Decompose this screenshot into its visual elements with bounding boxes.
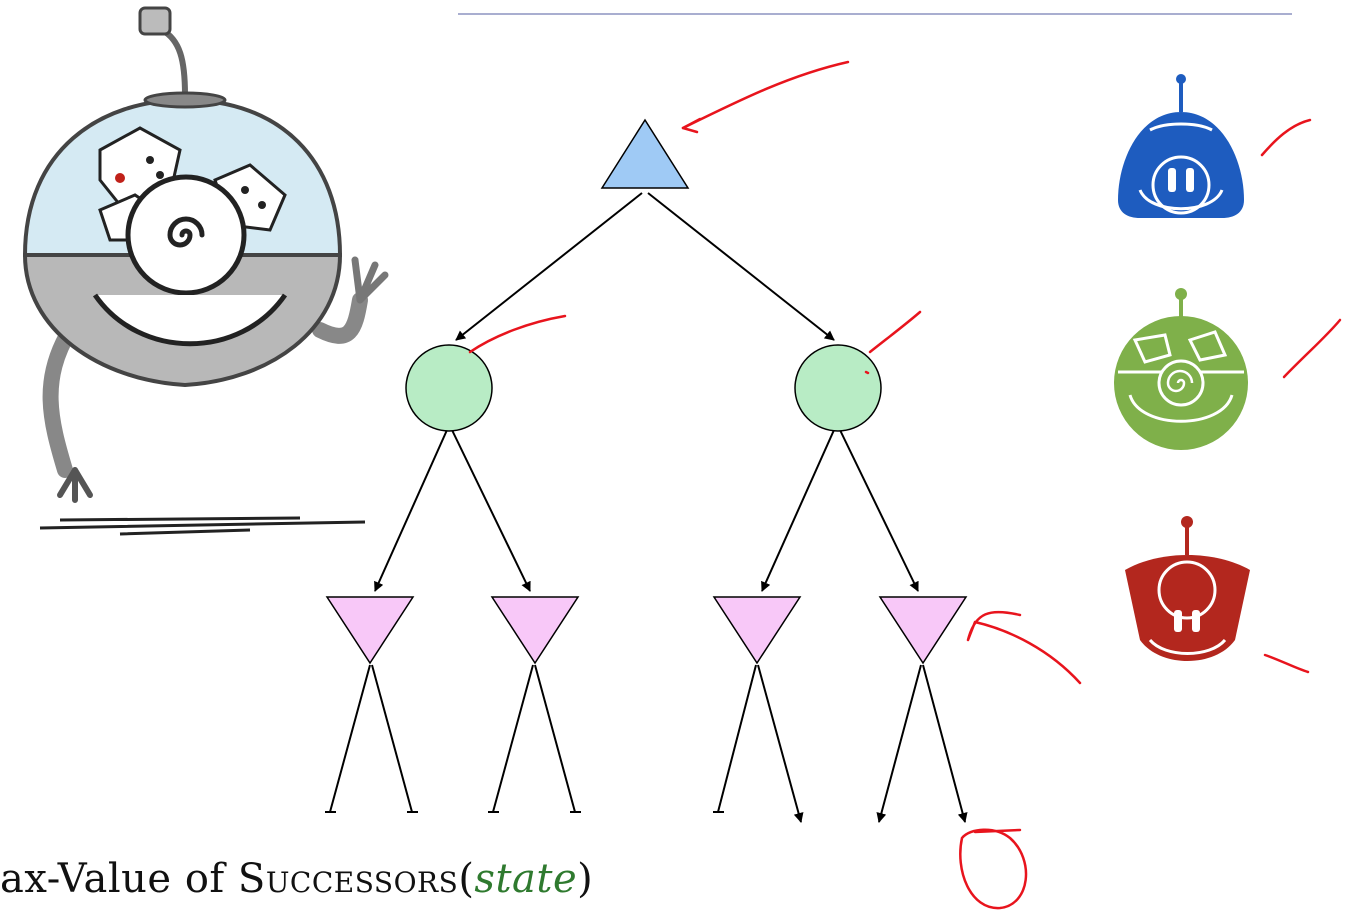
edge-chance-left-min-1	[374, 429, 448, 592]
edge-chance-right-min-3	[761, 429, 835, 592]
edge-chance-left-min-2	[451, 429, 531, 592]
edge-min-1-leaf-1	[329, 664, 371, 813]
chance-node-left	[405, 344, 493, 432]
edge-min-2-leaf-2	[534, 664, 576, 813]
tree-nodes	[325, 118, 968, 665]
pseudocode-caption: ax-Value of Successors(state)	[0, 856, 593, 902]
caption-prefix: ax-Value of	[0, 856, 238, 902]
caption-open-paren: (	[458, 856, 475, 902]
annotation-strokes	[468, 60, 1342, 910]
edge-min-1-leaf-2	[371, 664, 413, 813]
tree-edges	[325, 192, 968, 823]
edge-min-3-leaf-1	[717, 664, 757, 813]
chance-robot-icon	[1114, 288, 1248, 450]
edge-min-4-leaf-1	[876, 664, 922, 823]
min-robot-icon	[1125, 516, 1250, 661]
edge-min-4-leaf-2	[922, 664, 968, 823]
min-node-2	[490, 596, 580, 665]
caption-function: Successors	[237, 856, 459, 902]
annotation-chance-icon	[1282, 318, 1342, 379]
min-node-3	[712, 596, 802, 665]
annotation-arrow-to-max	[681, 60, 850, 130]
edge-chance-right-min-4	[839, 429, 919, 592]
caption-close-paren: )	[577, 856, 594, 902]
edge-root-chance-right	[647, 192, 835, 341]
chance-node-right	[794, 344, 882, 432]
max-node	[600, 118, 690, 189]
max-robot-icon	[1118, 74, 1244, 218]
annotation-chance-right	[864, 310, 922, 375]
annotation-chance-left	[468, 314, 567, 354]
caption-argument: state	[474, 856, 578, 902]
edge-min-3-leaf-2	[757, 664, 804, 823]
annotation-leaf-circle	[959, 828, 1028, 910]
annotation-min-icon	[1263, 653, 1310, 674]
expectimax-robot-illustration	[22, 6, 389, 536]
annotation-min-4	[966, 610, 1082, 685]
edge-min-2-leaf-1	[492, 664, 534, 813]
annotation-max-icon	[1260, 118, 1312, 157]
edge-root-chance-left	[455, 192, 643, 341]
min-node-4	[878, 596, 968, 665]
min-node-1	[325, 596, 415, 665]
